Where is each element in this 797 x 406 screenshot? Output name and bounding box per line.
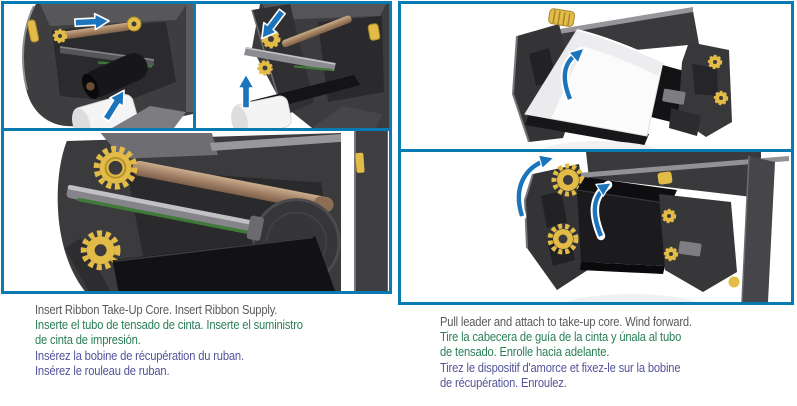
left-caption: Insert Ribbon Take-Up Core. Insert Ribbo… [35,302,362,378]
printer-illustration-wind-forward [514,152,789,302]
arrow-curved-up-small-icon [590,180,613,241]
take-up-knob [548,8,576,27]
printer-illustration-closeup [57,131,388,291]
left-caption-spanish-line2: de cinta de impresión. [35,332,141,348]
printer-illustration-insert-supply [231,4,389,128]
left-caption-french-line2: Insérez le rouleau de ruban. [35,362,170,378]
right-caption-english: Pull leader and attach to take-up core. … [440,314,692,329]
panel-pull-leader [401,4,791,149]
gear-left-top [551,163,585,197]
right-caption-spanish-line1: Tire la cabecera de guía de la cinta y ú… [440,329,682,345]
right-caption: Pull leader and attach to take-up core. … [440,314,745,390]
printhead-bar [66,185,264,241]
gear-left-bottom [547,223,579,255]
panel-group-right [398,1,794,305]
arrow-curved-up-large-icon [514,154,555,221]
gear-mid-left [80,230,121,271]
panel-mechanism-closeup [1,128,392,294]
panel-insert-supply-side-view [193,1,392,131]
ribbon-take-up-core [61,22,131,40]
printer-illustration-pull-leader [511,7,732,149]
right-caption-spanish-line2: de tensado. Enrolle hacia adelante. [440,344,610,360]
printer-illustration-insert-core [21,4,193,128]
arrow-right-icon [74,12,110,31]
arrow-up-right-icon [102,89,125,122]
left-caption-french-line1: Insérez la bobine de récupération du rub… [35,347,244,363]
panel-wind-forward [401,152,791,302]
right-caption-french-line2: de récupération. Enroulez. [440,374,567,390]
right-caption-french-line1: Tirez le dispositif d'amorce et fixez-le… [440,359,681,375]
panel-divider [401,149,791,152]
panel-insert-core-top-view [1,1,196,131]
left-caption-english: Insert Ribbon Take-Up Core. Insert Ribbo… [35,302,278,317]
ribbon-core-angled [281,15,352,48]
arrow-curved-up-icon [560,46,586,104]
arrow-up-icon [237,73,255,109]
ribbon-supply-roll [81,52,148,100]
ribbon-black-band [112,236,336,291]
left-caption-spanish-line1: Inserte el tubo de tensado de cinta. Ins… [35,317,303,333]
arrow-down-left-icon [260,8,286,40]
media-roll [231,95,292,128]
gear-top-left [93,145,138,190]
